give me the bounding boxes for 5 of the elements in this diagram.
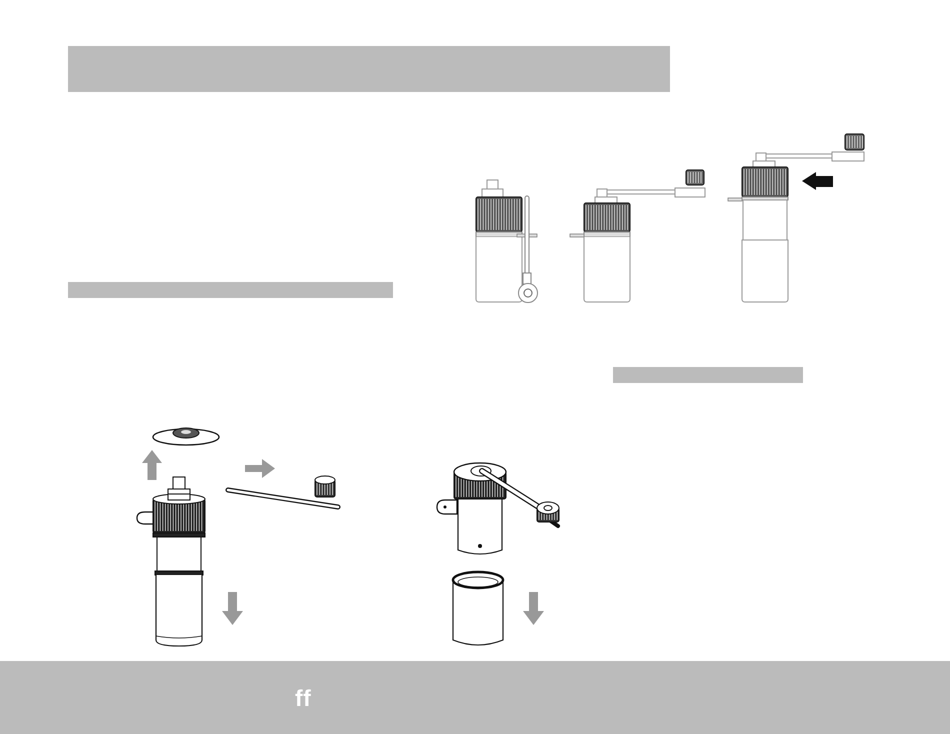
section-heading-band — [68, 282, 393, 298]
footer-band — [0, 661, 950, 734]
heading-band — [68, 46, 670, 92]
section-heading-band — [613, 367, 803, 383]
footer-text: ff — [295, 686, 312, 710]
